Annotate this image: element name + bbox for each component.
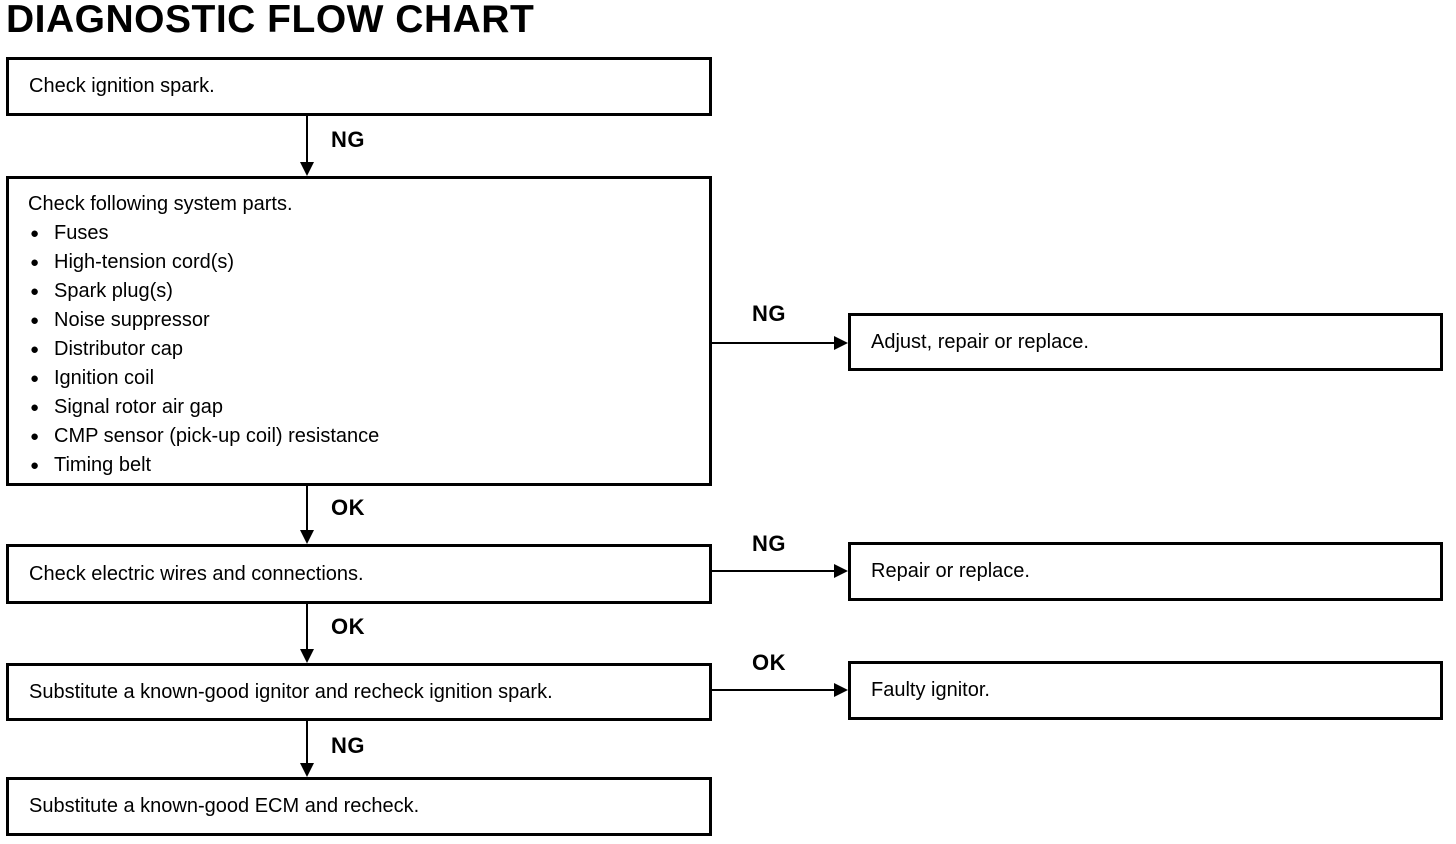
flow-node-label: Substitute a known-good ignitor and rech… (29, 680, 553, 703)
arrow-right-icon (834, 564, 848, 578)
flow-node-label: Repair or replace. (871, 560, 1030, 582)
connector-wires-to-ignitor-line (306, 604, 308, 649)
flow-node-faulty-ignitor: Faulty ignitor. (848, 661, 1443, 720)
list-item-label: Fuses (54, 222, 109, 244)
list-item-label: Timing belt (54, 454, 152, 476)
list-item-label: High-tension cord(s) (54, 251, 235, 273)
arrow-down-icon (300, 649, 314, 663)
connector-ignitor-to-ecm-line (306, 721, 308, 763)
flow-node-label: Check electric wires and connections. (29, 562, 364, 585)
list-item: ● CMP sensor (pick-up coil) resistance (28, 422, 699, 451)
connector-parts-to-wires-line (306, 486, 308, 530)
list-item: ● Noise suppressor (28, 306, 699, 335)
flow-node-substitute-ignitor: Substitute a known-good ignitor and rech… (6, 663, 712, 721)
arrow-down-icon (300, 530, 314, 544)
list-item: ● Fuses (28, 219, 699, 248)
flow-node-label: Check ignition spark. (29, 75, 215, 97)
list-item: ● Ignition coil (28, 364, 699, 393)
edge-label-wires-to-ignitor: OK (331, 614, 365, 639)
flow-node-check-electric-wires: Check electric wires and connections. (6, 544, 712, 604)
flow-node-check-ignition-spark: Check ignition spark. (6, 57, 712, 116)
flow-node-adjust-repair-replace: Adjust, repair or replace. (848, 313, 1443, 371)
system-parts-list: ● Fuses ● High-tension cord(s) ● Spark p… (28, 219, 699, 480)
list-item-label: Spark plug(s) (54, 280, 173, 302)
connector-wires-to-repair-line (712, 570, 834, 572)
flow-node-repair-replace: Repair or replace. (848, 542, 1443, 601)
flow-node-label: Substitute a known-good ECM and recheck. (29, 795, 420, 817)
bullet-icon: ● (30, 283, 40, 300)
bullet-icon: ● (30, 312, 40, 329)
arrow-right-icon (834, 336, 848, 350)
bullet-icon: ● (30, 341, 40, 358)
bullet-icon: ● (30, 254, 40, 271)
page-title: DIAGNOSTIC FLOW CHART (6, 0, 535, 41)
bullet-icon: ● (30, 370, 40, 387)
bullet-icon: ● (30, 457, 40, 474)
flow-node-substitute-ecm: Substitute a known-good ECM and recheck. (6, 777, 712, 836)
list-item-label: Ignition coil (54, 367, 155, 389)
edge-label-parts-to-wires: OK (331, 495, 365, 520)
list-item: ● Timing belt (28, 451, 699, 480)
list-item: ● Signal rotor air gap (28, 393, 699, 422)
flow-node-label: Faulty ignitor. (871, 679, 990, 701)
connector-ignitor-to-faulty-line (712, 689, 834, 691)
arrow-right-icon (834, 683, 848, 697)
list-item-label: Noise suppressor (54, 309, 210, 331)
bullet-icon: ● (30, 225, 40, 242)
connector-parts-to-adjust-line (712, 342, 834, 344)
flow-node-check-system-parts: Check following system parts. ● Fuses ● … (6, 176, 712, 486)
edge-label-wires-to-repair: NG (752, 531, 786, 556)
arrow-down-icon (300, 763, 314, 777)
edge-label-ignitor-to-ecm: NG (331, 733, 365, 758)
flow-node-label: Adjust, repair or replace. (871, 330, 1089, 353)
list-item-label: Distributor cap (54, 338, 183, 360)
list-item-label: Signal rotor air gap (54, 396, 223, 418)
list-item: ● High-tension cord(s) (28, 248, 699, 277)
edge-label-spark-to-parts: NG (331, 127, 365, 152)
flow-node-heading: Check following system parts. (28, 193, 293, 215)
list-item: ● Spark plug(s) (28, 277, 699, 306)
bullet-icon: ● (30, 428, 40, 445)
bullet-icon: ● (30, 399, 40, 416)
list-item: ● Distributor cap (28, 335, 699, 364)
edge-label-parts-to-adjust: NG (752, 301, 786, 326)
list-item-label: CMP sensor (pick-up coil) resistance (54, 425, 380, 447)
connector-spark-to-parts-line (306, 116, 308, 162)
edge-label-ignitor-to-faulty: OK (752, 650, 786, 675)
arrow-down-icon (300, 162, 314, 176)
